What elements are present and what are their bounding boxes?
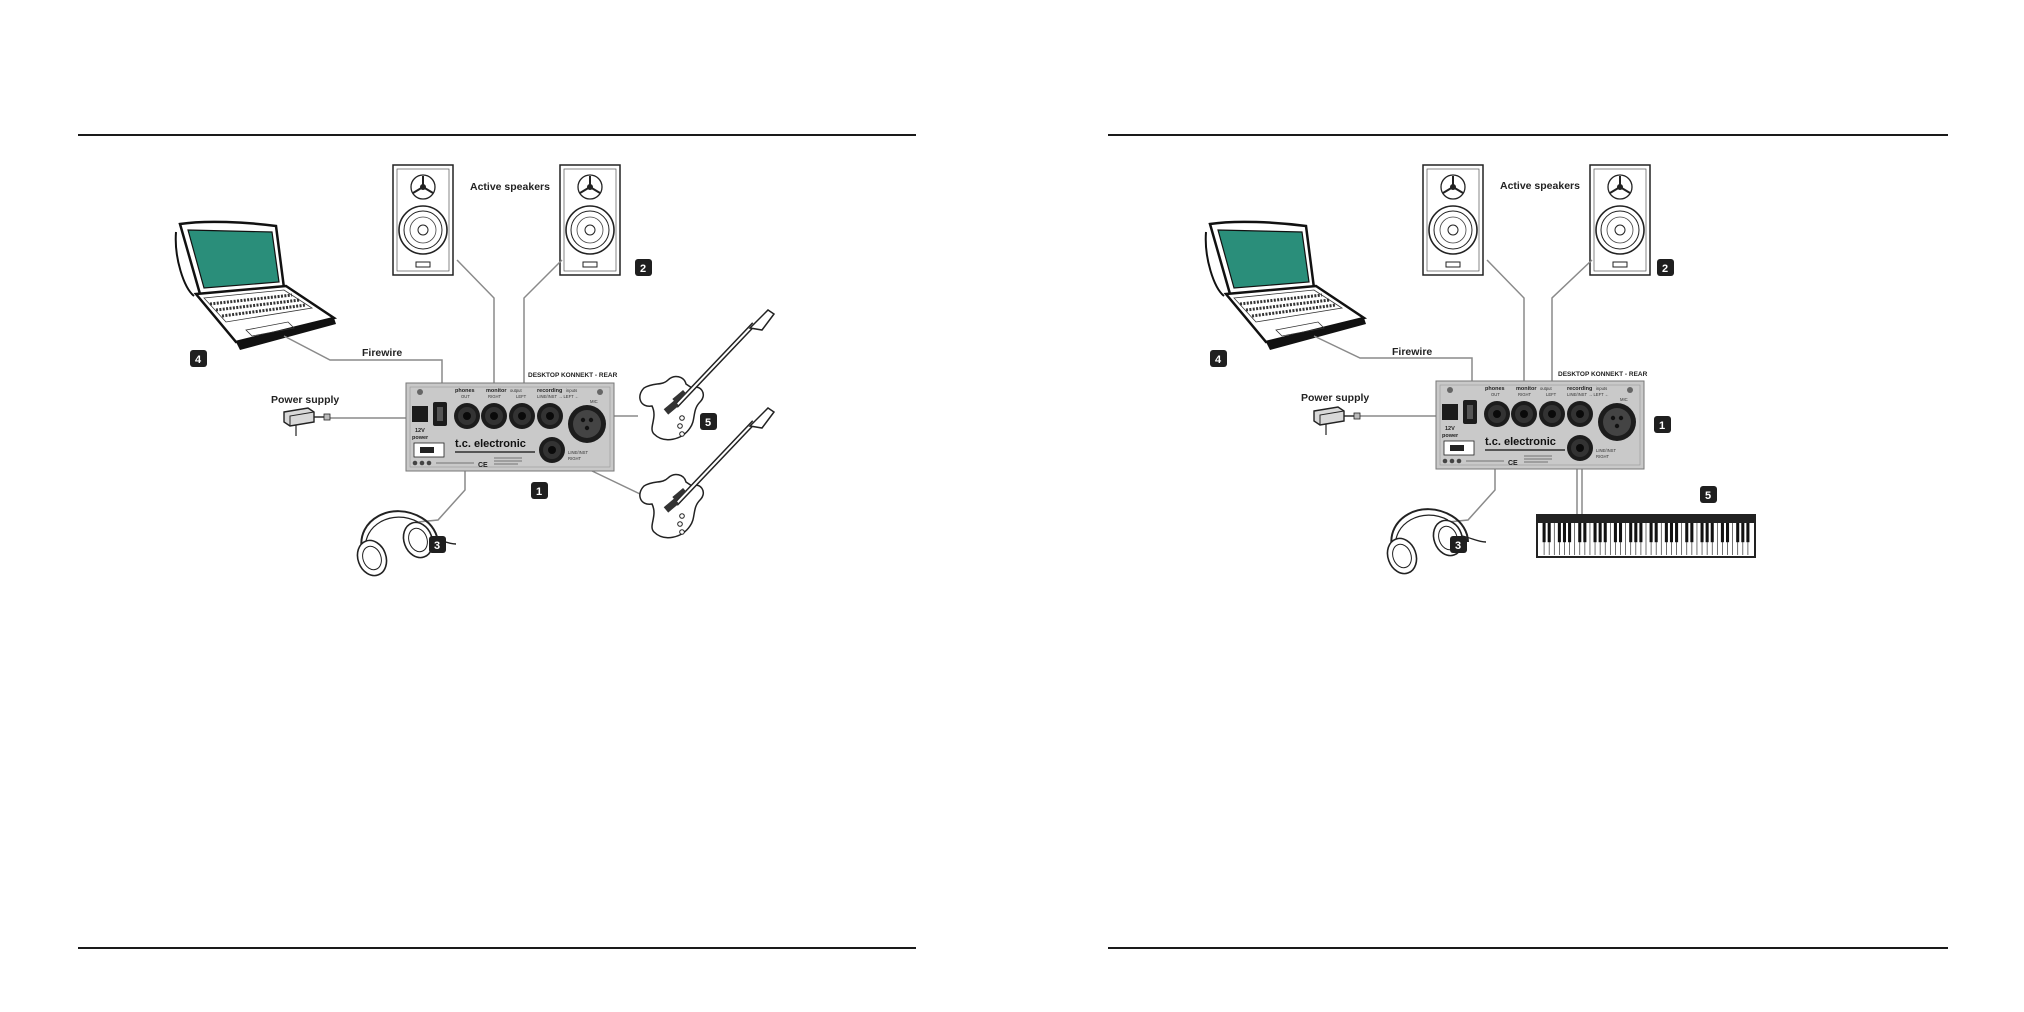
device-title: DESKTOP KONNEKT - REAR bbox=[1558, 371, 1648, 378]
badge-2: 2 bbox=[1657, 259, 1674, 276]
panel-output-label: output bbox=[1540, 386, 1552, 391]
monitor-right-jack bbox=[481, 403, 507, 429]
panel-right2-label: RIGHT bbox=[568, 456, 581, 461]
badge-5: 5 bbox=[700, 413, 717, 430]
badge-4: 4 bbox=[190, 350, 207, 367]
panel-right2-label: RIGHT bbox=[1596, 454, 1609, 459]
svg-text:5: 5 bbox=[705, 417, 711, 429]
svg-text:5: 5 bbox=[1705, 490, 1711, 502]
left-diagram: Active speakers Firewire Power supply DE… bbox=[174, 164, 774, 581]
panel-recording-label: recording bbox=[537, 388, 562, 394]
power-supply-icon bbox=[283, 407, 331, 437]
left-page-bottom-rule bbox=[78, 947, 916, 949]
svg-text:2: 2 bbox=[640, 263, 646, 275]
line-inst-right-jack bbox=[1567, 435, 1593, 461]
panel-power-label: power bbox=[1442, 433, 1459, 439]
badge-1: 1 bbox=[1654, 416, 1671, 433]
keyboard-icon bbox=[1536, 514, 1756, 558]
power-socket bbox=[412, 406, 428, 422]
firewire-label: Firewire bbox=[1392, 346, 1432, 358]
badge-1: 1 bbox=[531, 482, 548, 499]
badge-4: 4 bbox=[1210, 350, 1227, 367]
power-supply-label: Power supply bbox=[271, 394, 339, 406]
svg-text:3: 3 bbox=[434, 540, 440, 552]
line-inst-left-jack bbox=[1567, 401, 1593, 427]
power-socket bbox=[1442, 404, 1458, 420]
panel-mic-label: MIC bbox=[590, 399, 598, 404]
ce-mark: CE bbox=[1508, 460, 1518, 467]
monitor-left-jack bbox=[1539, 401, 1565, 427]
panel-monitor-label: monitor bbox=[486, 388, 507, 394]
badge-3: 3 bbox=[429, 536, 446, 553]
mic-xlr-input bbox=[568, 405, 606, 443]
svg-text:1: 1 bbox=[536, 486, 542, 498]
panel-phones-label: phones bbox=[1485, 386, 1505, 392]
panel-right-label: RIGHT bbox=[488, 394, 501, 399]
monitor-left-jack bbox=[509, 403, 535, 429]
line-inst-left-jack bbox=[537, 403, 563, 429]
right-speaker-icon bbox=[559, 164, 621, 276]
power-supply-icon bbox=[1313, 406, 1361, 436]
active-speakers-label: Active speakers bbox=[470, 181, 550, 193]
left-speaker-icon bbox=[1422, 164, 1484, 276]
brand-logo: t.c. electronic bbox=[1485, 436, 1556, 448]
right-page-top-rule bbox=[1108, 134, 1948, 136]
svg-text:4: 4 bbox=[1215, 354, 1222, 366]
panel-recording-label: recording bbox=[1567, 386, 1592, 392]
right-speaker-icon bbox=[1589, 164, 1651, 276]
laptop-icon bbox=[174, 220, 338, 352]
right-diagram: Active speakers Firewire Power supply DE… bbox=[1204, 164, 1756, 579]
svg-text:3: 3 bbox=[1455, 540, 1461, 552]
panel-phones-out-label: OUT bbox=[1491, 392, 1500, 397]
badge-3: 3 bbox=[1450, 536, 1467, 553]
badge-5: 5 bbox=[1700, 486, 1717, 503]
left-page-top-rule bbox=[78, 134, 916, 136]
panel-line-inst-right-label: LINE/INST bbox=[568, 450, 588, 455]
headphones-icon bbox=[1381, 508, 1487, 579]
active-speakers-label: Active speakers bbox=[1500, 180, 1580, 192]
firewire-label: Firewire bbox=[362, 347, 402, 359]
device-title: DESKTOP KONNEKT - REAR bbox=[528, 372, 618, 379]
panel-output-label: output bbox=[510, 388, 522, 393]
panel-inputs-label: inputs bbox=[1596, 386, 1607, 391]
panel-left-label: LEFT bbox=[1546, 392, 1557, 397]
panel-line-inst-left-label: LINE/INST → LEFT ← bbox=[537, 394, 579, 399]
panel-12v-label: 12V bbox=[415, 428, 425, 434]
panel-12v-label: 12V bbox=[1445, 426, 1455, 432]
brand-logo: t.c. electronic bbox=[455, 438, 526, 450]
phones-jack bbox=[454, 403, 480, 429]
panel-monitor-label: monitor bbox=[1516, 386, 1537, 392]
left-speaker-icon bbox=[392, 164, 454, 276]
panel-left-label: LEFT bbox=[516, 394, 527, 399]
power-supply-label: Power supply bbox=[1301, 392, 1369, 404]
panel-mic-label: MIC bbox=[1620, 397, 1628, 402]
panel-phones-out-label: OUT bbox=[461, 394, 470, 399]
laptop-icon bbox=[1204, 220, 1368, 352]
badge-2: 2 bbox=[635, 259, 652, 276]
phones-jack bbox=[1484, 401, 1510, 427]
svg-text:2: 2 bbox=[1662, 263, 1668, 275]
line-inst-right-jack bbox=[539, 437, 565, 463]
ce-mark: CE bbox=[478, 462, 488, 469]
panel-inputs-label: inputs bbox=[566, 388, 577, 393]
panel-line-inst-right-label: LINE/INST bbox=[1596, 448, 1616, 453]
mic-xlr-input bbox=[1598, 403, 1636, 441]
svg-text:4: 4 bbox=[195, 354, 202, 366]
monitor-right-jack bbox=[1511, 401, 1537, 427]
panel-power-label: power bbox=[412, 435, 429, 441]
panel-right-label: RIGHT bbox=[1518, 392, 1531, 397]
panel-phones-label: phones bbox=[455, 388, 475, 394]
svg-text:1: 1 bbox=[1659, 420, 1665, 432]
panel-line-inst-left-label: LINE/INST → LEFT ← bbox=[1567, 392, 1609, 397]
right-page-bottom-rule bbox=[1108, 947, 1948, 949]
